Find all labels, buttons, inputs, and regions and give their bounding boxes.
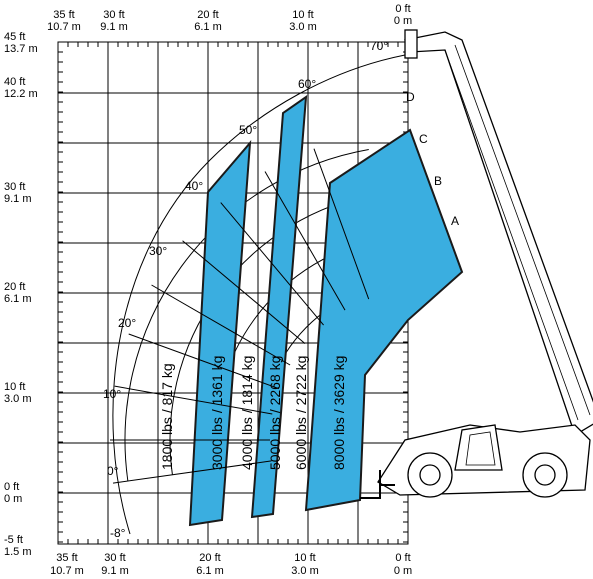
angle-ray <box>182 240 306 344</box>
y-tick-label: 3.0 m <box>4 393 32 405</box>
x-top-tick-label: 6.1 m <box>194 21 222 33</box>
angle-label: 50° <box>239 123 257 137</box>
angle-label: 60° <box>298 77 316 91</box>
x-bottom-tick-label: 0 ft <box>395 552 410 564</box>
x-top-tick-label: 9.1 m <box>100 21 128 33</box>
x-bottom-tick-label: 35 ft <box>56 552 77 564</box>
x-top-tick-label: 10 ft <box>292 9 313 21</box>
x-bottom-tick-label: 9.1 m <box>101 565 129 577</box>
forks <box>360 470 395 499</box>
angle-labels: 70° 60° 50° 40° 30° 20° 10° 0° -8° <box>103 39 388 540</box>
x-top-tick-label: 3.0 m <box>289 21 317 33</box>
y-tick-label: 0 ft <box>4 481 19 493</box>
rear-wheel-hub <box>534 464 556 486</box>
angle-ray <box>151 284 291 366</box>
x-bottom-tick-label: 10 ft <box>294 552 315 564</box>
rear-wheel <box>522 452 568 498</box>
angle-label: 0° <box>107 464 119 478</box>
extension-mark-c: C <box>419 132 428 146</box>
angle-label: 30° <box>149 244 167 258</box>
x-top-tick-label: 35 ft <box>53 9 74 21</box>
x-axis-top: 35 ft 10.7 m 30 ft 9.1 m 20 ft 6.1 m 10 … <box>47 3 412 33</box>
x-bottom-tick-label: 0 m <box>394 565 412 577</box>
boom-inner <box>444 44 591 421</box>
y-axis-left: 45 ft 13.7 m 40 ft 12.2 m 30 ft 9.1 m 20… <box>4 31 38 558</box>
telehandler-illustration <box>360 29 593 499</box>
load-zone-2 <box>250 94 308 519</box>
y-tick-label: 12.2 m <box>4 88 38 100</box>
y-tick-label: 9.1 m <box>4 193 32 205</box>
y-tick-label: 40 ft <box>4 76 25 88</box>
x-bottom-tick-label: 6.1 m <box>196 565 224 577</box>
envelope-arc <box>112 54 406 535</box>
y-tick-label: -5 ft <box>4 534 23 546</box>
angle-ray <box>264 171 346 311</box>
load-zones <box>188 94 464 527</box>
zone-caption-3000: 3000 lbs / 1361 kg <box>209 356 225 470</box>
zone-caption-4000: 4000 lbs / 1814 kg <box>239 356 255 470</box>
extension-mark-d: D <box>406 90 415 104</box>
angle-label: 20° <box>118 316 136 330</box>
boom-arc <box>124 148 369 482</box>
extension-letters: D C B A <box>406 90 459 228</box>
x-top-tick-label: 20 ft <box>197 9 218 21</box>
y-tick-label: 30 ft <box>4 181 25 193</box>
boom-rays <box>110 148 370 484</box>
extension-mark-a: A <box>451 214 459 228</box>
y-tick-label: 13.7 m <box>4 43 38 55</box>
zone-caption-5000: 5000 lbs / 2268 kg <box>267 356 283 470</box>
x-bottom-tick-label: 3.0 m <box>291 565 319 577</box>
y-tick-label: 1.5 m <box>4 546 32 558</box>
x-top-tick-label: 10.7 m <box>47 21 81 33</box>
y-tick-label: 6.1 m <box>4 293 32 305</box>
zone-caption-1800: 1800 lbs / 817 kg <box>159 363 175 470</box>
zone-captions: 1800 lbs / 817 kg 3000 lbs / 1361 kg 400… <box>159 356 347 470</box>
x-top-tick-label: 30 ft <box>103 9 124 21</box>
angle-ray <box>114 385 273 415</box>
y-tick-label: 10 ft <box>4 381 25 393</box>
y-tick-label: 20 ft <box>4 281 25 293</box>
angle-label: -8° <box>110 526 126 540</box>
y-tick-label: 0 m <box>4 493 22 505</box>
x-bottom-tick-label: 10.7 m <box>50 565 84 577</box>
x-top-tick-label: 0 m <box>394 15 412 27</box>
angle-label: 40° <box>185 179 203 193</box>
x-top-tick-label: 0 ft <box>395 3 410 15</box>
extension-mark-b: B <box>434 174 442 188</box>
zone-caption-6000: 6000 lbs / 2722 kg <box>293 356 309 470</box>
angle-ray <box>313 148 370 300</box>
front-wheel <box>407 452 453 498</box>
x-bottom-tick-label: 30 ft <box>104 552 125 564</box>
front-wheel-hub <box>419 464 441 486</box>
zone-caption-8000: 8000 lbs / 3629 kg <box>331 356 347 470</box>
load-zone-3 <box>304 128 464 512</box>
angle-label: 70° <box>370 39 388 53</box>
angle-ray <box>128 333 280 390</box>
boom-head <box>404 29 418 59</box>
y-tick-label: 45 ft <box>4 31 25 43</box>
x-axis-bottom: 35 ft 10.7 m 30 ft 9.1 m 20 ft 6.1 m 10 … <box>50 552 412 577</box>
x-bottom-tick-label: 20 ft <box>199 552 220 564</box>
cab-window <box>465 431 496 466</box>
angle-label: 10° <box>103 387 121 401</box>
angle-ray <box>220 202 324 326</box>
load-zone-1 <box>188 140 252 527</box>
angle-ray <box>112 460 272 484</box>
